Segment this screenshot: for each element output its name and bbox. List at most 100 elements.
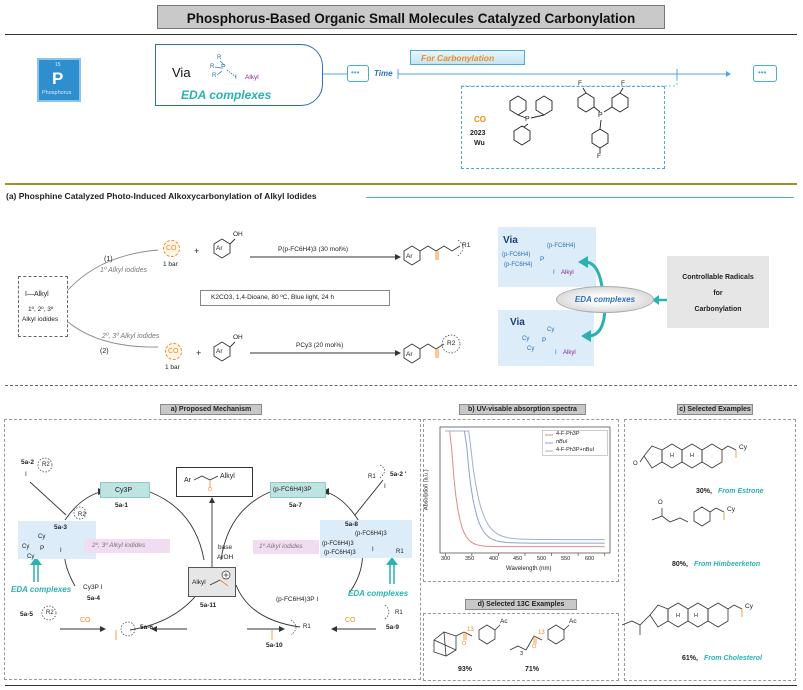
c13-ex1-mass: 13: [467, 627, 474, 633]
c5a3-i: I: [60, 548, 62, 554]
c5a5-label: 5a-5: [20, 611, 34, 618]
c5a3-cy2: Cy: [22, 544, 30, 550]
substrate-line2: 1º, 2º, 3º: [28, 306, 54, 313]
inset-f3: F: [597, 153, 601, 160]
route2-number: (2): [100, 348, 109, 355]
ex3-yield: 61%,: [682, 655, 698, 662]
header-eda-label: EDA complexes: [181, 88, 272, 102]
aroh-label: ArOH: [217, 554, 234, 561]
via-alkyl: Alkyl: [245, 74, 259, 81]
route1-label: 1º Alkyl iodides: [100, 267, 148, 274]
route1-oh: OH: [233, 231, 243, 238]
controllable-box: [667, 256, 769, 328]
route2-product-ar: Ar: [406, 351, 413, 358]
title-banner: Phosphorus-Based Organic Small Molecules…: [157, 5, 665, 29]
left-eda-label: EDA complexes: [11, 585, 72, 594]
uv-xlabel: Wavelength (nm): [506, 566, 552, 572]
right-radical: (p-FC6H4)3P I: [276, 596, 319, 603]
via-bottom-cy2: Cy: [522, 336, 530, 342]
via-top-l1: (p-FC6H4): [547, 243, 576, 249]
c13-ex2-yield: 71%: [525, 666, 540, 673]
c5a3-p: P: [40, 545, 45, 552]
himbeer-o: O: [658, 500, 663, 506]
mechanism-panel: [4, 419, 421, 680]
c5a3-label: 5a-3: [54, 524, 68, 531]
c5a10-label: 5a-10: [266, 642, 283, 649]
c13-ex1-o: O: [462, 641, 467, 647]
c5a3-cy1: Cy: [38, 534, 46, 540]
element-name: Phosphorus: [42, 90, 72, 96]
via-bottom-cy1: Cy: [547, 327, 555, 333]
route1-phenol: [213, 238, 236, 259]
uv-ylabel: Absorption (a.u.): [423, 469, 430, 511]
route1-plus: +: [194, 246, 200, 256]
inset-f1: F: [578, 80, 582, 87]
uv-panel: [423, 419, 619, 582]
phosphorus-tile: 15 P Phosphorus: [37, 58, 81, 102]
c13-structures: [433, 624, 570, 657]
c5a2-i: I: [25, 471, 27, 478]
uv-xtick-4: 500: [537, 556, 547, 562]
via-bottom-box: [498, 310, 594, 366]
via-r2: R: [210, 64, 215, 70]
c5a5-r2: R2: [46, 610, 54, 616]
via-i: I: [235, 74, 237, 81]
mechanism-pill: a) Proposed Mechanism: [160, 404, 262, 415]
inset-author: Wu: [474, 140, 485, 147]
route2-plus: +: [196, 348, 202, 358]
c5a3-r2: R2: [78, 512, 86, 518]
via-bottom-cy3: Cy: [527, 346, 535, 352]
c13-ex1-ac: Ac: [500, 618, 508, 625]
selected-panel: [624, 419, 796, 681]
product-alkyl: Alkyl: [220, 473, 235, 480]
section-a-rule: [366, 197, 794, 198]
c5a6-label: 5a-6: [140, 624, 154, 631]
c5a11-alkyl: Alkyl: [192, 579, 206, 586]
c5a8-r1: R1: [396, 549, 404, 555]
substrate-box: [18, 276, 68, 337]
c5a9-r1: R1: [395, 610, 403, 616]
via-top-i: I: [553, 270, 555, 276]
acyl-cation: [209, 570, 231, 587]
conditions: K2CO3, 1,4-Dioane, 80 ºC, Blue light, 24…: [211, 294, 335, 301]
c5a3-box: [18, 521, 96, 559]
right-phosphine: (p-FC6H4)3P: [273, 486, 312, 493]
uv-legend-2: nBuI: [556, 439, 568, 445]
right-cycle-label-box: [253, 540, 319, 554]
route2-pressure: 1 bar: [165, 364, 180, 371]
inset-f2: F: [621, 80, 625, 87]
route1-catalyst: P(p-FC6H4)3 (30 mol%): [278, 246, 349, 253]
product-box: [176, 467, 253, 497]
via-top-p: P: [540, 256, 545, 263]
c5a4-label: 5a-4: [87, 595, 101, 602]
route1-co-circle: [163, 240, 180, 257]
c5a9-label: 5a-9: [386, 624, 400, 631]
right-cycle-label: 1º Alkyl iodides: [259, 543, 303, 550]
right-phosphine-box: [270, 482, 326, 498]
inset-year: 2023: [470, 130, 486, 137]
substrate-line1: I—Alkyl: [25, 291, 49, 298]
c13-ex2-sub: 3: [520, 651, 524, 657]
eda-oval: EDA complexes: [556, 286, 654, 313]
inset-p-cy: P: [525, 116, 530, 123]
c5a2-label: 5a-2: [21, 459, 35, 466]
via-r3: R: [212, 73, 217, 79]
uv-series-mixture: [445, 430, 605, 541]
via-top-l2: (p-FC6H4): [502, 252, 531, 258]
cy3p-box: [100, 482, 150, 498]
c13-ex2-mass: 13: [538, 630, 545, 636]
c5a2p-i: I: [384, 483, 386, 490]
c13-ex2-ac: Ac: [569, 618, 577, 625]
uv-legend-1: 4-F-Ph3P: [556, 431, 580, 437]
c5a2-r2: R2: [42, 462, 50, 468]
c5a4-text: Cy3P I: [83, 584, 103, 591]
section-a-heading: (a) Phosphine Catalyzed Photo-Induced Al…: [6, 191, 317, 201]
base-label: base: [218, 544, 233, 551]
top-rule: [5, 34, 797, 35]
route2-catalyst: PCy3 (20 mol%): [296, 342, 344, 349]
cholesterol-h2: H: [694, 613, 698, 619]
ex3-source: From Cholesterol: [704, 655, 762, 662]
c5a3-cy3: Cy: [27, 554, 35, 560]
c5a10-r1: R1: [303, 624, 311, 630]
dots-box-2: •••: [753, 65, 777, 82]
